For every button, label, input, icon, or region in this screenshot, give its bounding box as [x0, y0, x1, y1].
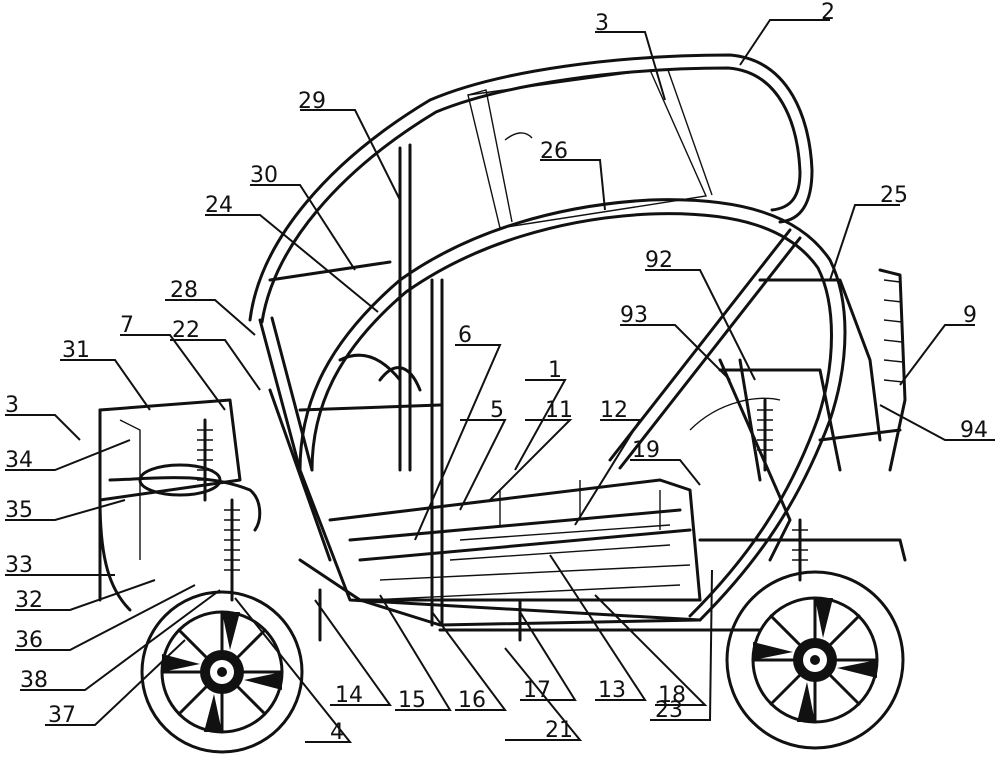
label-25: 25: [880, 183, 908, 208]
label-17: 17: [523, 678, 551, 703]
label-2: 2: [821, 0, 835, 25]
label-30: 30: [250, 163, 278, 188]
roof-panel: [467, 69, 708, 229]
label-31: 31: [62, 338, 90, 363]
label-3-left: 3: [5, 393, 19, 418]
label-29: 29: [298, 89, 326, 114]
label-92: 92: [645, 248, 673, 273]
label-21: 21: [545, 718, 573, 743]
rear-wheel: [725, 570, 905, 750]
floor-frame: [328, 478, 702, 602]
label-6: 6: [458, 323, 472, 348]
label-94: 94: [960, 418, 988, 443]
label-23: 23: [655, 698, 683, 723]
label-22: 22: [172, 318, 200, 343]
label-28: 28: [170, 278, 198, 303]
side-door-tube: [298, 198, 847, 622]
label-9: 9: [963, 303, 977, 328]
label-38: 38: [20, 668, 48, 693]
label-34: 34: [5, 448, 33, 473]
label-32: 32: [15, 588, 43, 613]
steering-wheel: [138, 463, 222, 497]
label-19: 19: [632, 438, 660, 463]
label-1: 1: [548, 358, 562, 383]
a-pillar: [258, 318, 302, 472]
part-labels: 2 3 29 26 30 24 25 92 28 93 9 31 7 22 6 …: [5, 0, 988, 745]
label-18: 18: [658, 683, 686, 708]
label-37: 37: [48, 703, 76, 728]
label-26: 26: [540, 139, 568, 164]
label-35: 35: [5, 498, 33, 523]
label-14: 14: [335, 683, 363, 708]
label-33: 33: [5, 553, 33, 578]
front-shock-absorbers: [197, 418, 240, 602]
front-wheel: [140, 590, 304, 754]
label-16: 16: [458, 688, 486, 713]
label-93: 93: [620, 303, 648, 328]
label-4: 4: [330, 720, 344, 745]
label-12: 12: [600, 398, 628, 423]
label-36: 36: [15, 628, 43, 653]
label-5: 5: [490, 398, 504, 423]
label-15: 15: [398, 688, 426, 713]
leader-lines: [5, 19, 995, 743]
roof-outer-tube: [248, 53, 814, 322]
label-7: 7: [120, 313, 134, 338]
rear-shock-absorbers: [757, 398, 808, 582]
label-13: 13: [598, 678, 626, 703]
label-3-top: 3: [595, 11, 609, 36]
label-11: 11: [545, 398, 573, 423]
front-frame: [98, 398, 242, 502]
label-24: 24: [205, 193, 233, 218]
frame-drawing: [98, 53, 907, 754]
